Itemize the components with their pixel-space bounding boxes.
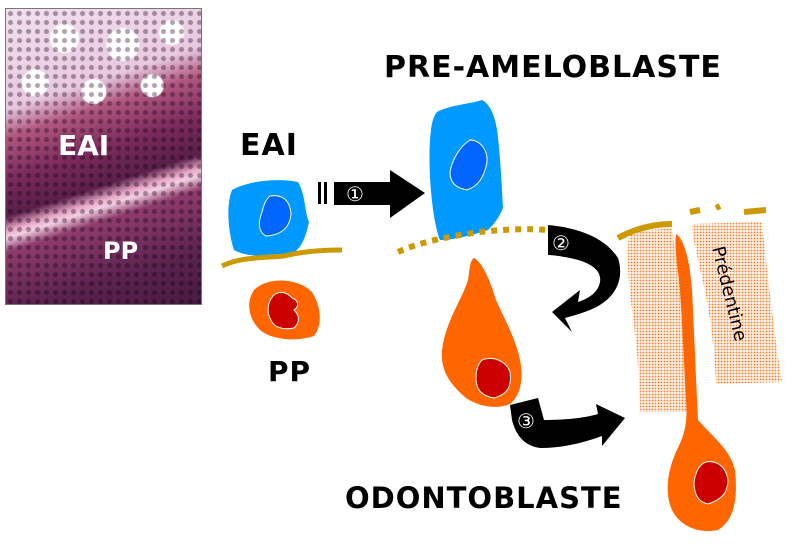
step-3-arrow: [510, 398, 625, 448]
basement-membrane-stage3: [616, 221, 673, 241]
label-eai: EAI: [240, 128, 298, 163]
label-pp: PP: [268, 355, 312, 388]
label-odontoblaste: ODONTOBLASTE: [345, 481, 623, 515]
predentine-block-right: [692, 222, 782, 384]
histology-photo: EAI PP: [5, 8, 202, 305]
pre-ameloblaste-cell: [429, 100, 503, 240]
photo-label-eai: EAI: [58, 129, 110, 162]
basement-membrane-stage3-dashed: [689, 203, 767, 215]
step-2-arrow: [548, 225, 621, 332]
photo-label-pp: PP: [103, 237, 139, 265]
step-1-number: ①: [346, 182, 364, 206]
odontoblast-precursor-cell: [441, 258, 522, 407]
step-1-arrow: [318, 170, 425, 218]
basement-membrane-stage2-dotted: [396, 226, 549, 255]
odontoblast-cell: [667, 234, 736, 532]
step-3-number: ③: [517, 409, 535, 433]
basement-membrane-stage1: [220, 247, 343, 269]
predentine-block-left: [627, 228, 690, 412]
label-pre-ameloblaste: PRE-AMELOBLASTE: [384, 50, 722, 85]
pp-cell: [249, 280, 320, 340]
eai-cell: [228, 180, 309, 256]
step-2-number: ②: [552, 231, 570, 255]
